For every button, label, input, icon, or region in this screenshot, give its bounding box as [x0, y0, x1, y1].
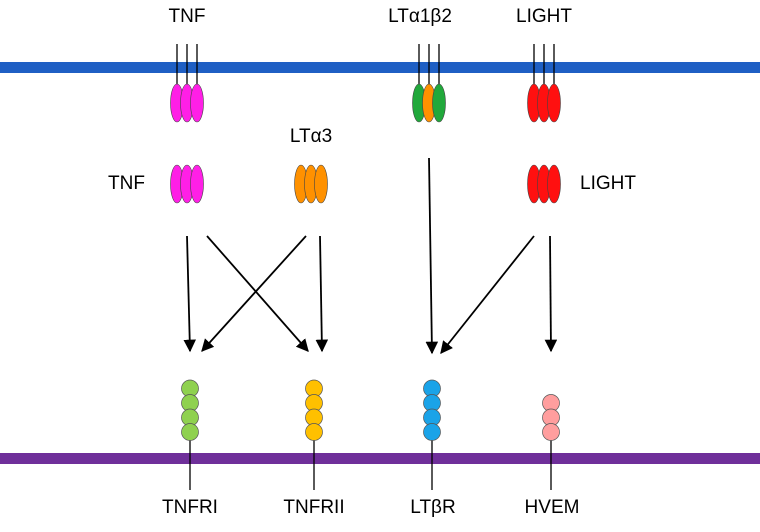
binding-arrow	[544, 235, 558, 353]
binding-arrow	[201, 235, 307, 352]
lta3-label: LTα3	[289, 126, 333, 147]
ligand-subunit	[314, 164, 328, 204]
tnf-soluble-trimer	[170, 164, 204, 204]
ltbr-label: LTβR	[410, 497, 456, 518]
lta1b2-label: LTα1β2	[388, 6, 452, 27]
tnf-membrane-trimer	[170, 44, 204, 123]
bottom-membrane	[0, 453, 760, 464]
ltbr-receptor	[423, 379, 441, 490]
binding-arrow	[183, 235, 197, 353]
light-membrane-label: LIGHT	[516, 6, 572, 27]
binding-arrow	[440, 235, 535, 354]
ligand-subunit	[547, 83, 561, 123]
light-soluble-label: LIGHT	[580, 173, 636, 194]
ligand-subunit	[432, 83, 446, 123]
receptor-domain	[181, 423, 199, 441]
tnf-soluble-label: TNF	[108, 173, 145, 194]
binding-arrow	[206, 235, 309, 352]
ligand-subunit	[190, 164, 204, 204]
lta1b2-membrane-trimer	[412, 44, 446, 123]
light-soluble-trimer	[527, 164, 561, 204]
lta3-soluble-trimer	[294, 164, 328, 204]
light-membrane-trimer	[527, 44, 561, 123]
receptor-domain	[542, 423, 560, 441]
receptor-domain	[305, 423, 323, 441]
tnfrii-receptor	[305, 379, 323, 490]
tnfri-label: TNFRI	[162, 497, 218, 518]
binding-arrow	[425, 157, 439, 355]
tnfri-receptor	[181, 379, 199, 490]
receptor-domain	[423, 423, 441, 441]
hvem-receptor	[542, 394, 560, 490]
ligand-subunit	[547, 164, 561, 204]
top-membrane	[0, 62, 760, 73]
tnfrii-label: TNFRII	[283, 497, 345, 518]
ligand-subunit	[190, 83, 204, 123]
tnf-membrane-label: TNF	[168, 6, 206, 27]
hvem-label: HVEM	[524, 497, 580, 518]
binding-arrow	[315, 235, 329, 353]
